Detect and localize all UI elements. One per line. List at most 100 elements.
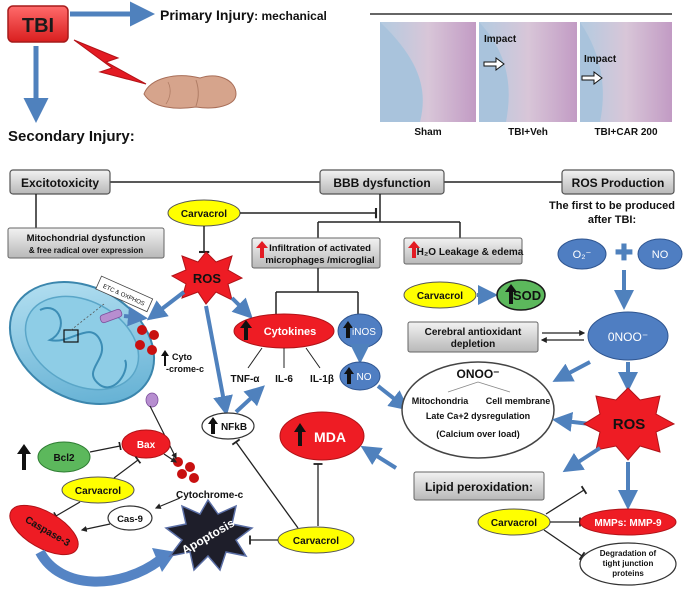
svg-text:Carvacrol: Carvacrol bbox=[491, 518, 537, 529]
carvacrol-node-sod: Carvacrol bbox=[403, 281, 477, 309]
impact-arrow-icon bbox=[483, 57, 505, 71]
up-arrow-icon bbox=[161, 350, 169, 366]
carvacrol-node-right: Carvacrol bbox=[477, 508, 551, 536]
up-arrow-icon bbox=[505, 284, 517, 304]
svg-text:ROS Production: ROS Production bbox=[572, 176, 665, 190]
apoptosis-burst: Apoptosis bbox=[164, 498, 254, 572]
bax-node: Bax bbox=[121, 429, 171, 459]
inhibit-carvacrol-nfkb bbox=[231, 438, 299, 529]
svg-text:H₂O Leakage & edema: H₂O Leakage & edema bbox=[417, 247, 524, 258]
cytokines-node: Cytokines bbox=[233, 313, 335, 349]
ros-star-right: ROS bbox=[582, 387, 676, 461]
svg-text:Excitotoxicity: Excitotoxicity bbox=[21, 176, 99, 190]
cyto-label-line1: Cyto bbox=[172, 352, 193, 362]
h2o-leakage-box: H₂O Leakage & edema bbox=[403, 237, 524, 265]
up-arrow-icon bbox=[294, 423, 306, 446]
svg-text:MDA: MDA bbox=[314, 429, 346, 445]
o2-node: O₂⁻ bbox=[557, 238, 607, 270]
cas9-node: Cas-9 bbox=[107, 505, 153, 531]
svg-text:Mitochondria: Mitochondria bbox=[412, 396, 469, 406]
up-arrow-icon bbox=[240, 320, 252, 340]
svg-text:ROS: ROS bbox=[613, 416, 646, 433]
no-node-top: NO bbox=[637, 238, 683, 270]
carvacrol-node-top: Carvacrol bbox=[167, 199, 241, 227]
svg-text:0NOO⁻: 0NOO⁻ bbox=[608, 330, 648, 344]
arrow-ros-lipid bbox=[562, 446, 602, 473]
svg-text:Cerebral antioxidant: Cerebral antioxidant bbox=[425, 327, 522, 338]
bbb-dysfunction-box: BBB dysfunction bbox=[319, 169, 445, 195]
carvacrol-node-bottom: Carvacrol bbox=[277, 526, 355, 554]
up-arrow-icon bbox=[17, 444, 31, 470]
histology-label-tbi-veh: TBI+Veh bbox=[508, 127, 548, 138]
il1b-label: IL-1β bbox=[310, 374, 334, 385]
svg-text:microphages /microglial: microphages /microglial bbox=[265, 255, 374, 266]
svg-text:O₂⁻: O₂⁻ bbox=[573, 249, 592, 261]
cyto-label-line2: -crome-c bbox=[166, 364, 204, 374]
bcl2-node: Bcl2 bbox=[17, 441, 91, 473]
arrow-cas9-caspase bbox=[80, 523, 111, 532]
arrow-caspase-apoptosis-head bbox=[152, 548, 176, 572]
svg-text:ONOO⁻: ONOO⁻ bbox=[456, 367, 499, 381]
infiltration-box: Infiltration of activated microphages /m… bbox=[251, 237, 381, 269]
mitochondrion-illustration: ETC & OXPHOS bbox=[8, 275, 159, 408]
mmp-node: MMPs: MMP-9 bbox=[579, 508, 677, 536]
il6-label: IL-6 bbox=[275, 374, 293, 385]
svg-text:iNOS: iNOS bbox=[352, 327, 376, 338]
no-node-mid: NO bbox=[339, 361, 381, 391]
brain-image bbox=[143, 75, 237, 109]
svg-text:Bcl2: Bcl2 bbox=[53, 453, 75, 464]
svg-text:Bax: Bax bbox=[137, 440, 156, 451]
arrow-ros-mito bbox=[146, 290, 186, 321]
arrow-pore-cytoc bbox=[123, 306, 148, 327]
ros-first-line2: after TBI: bbox=[588, 214, 636, 226]
histology-label-tbi-car: TBI+CAR 200 bbox=[594, 127, 658, 138]
svg-text:MMPs: MMP-9: MMPs: MMP-9 bbox=[594, 518, 662, 529]
ros-first-line1: The first to be produced bbox=[549, 200, 675, 212]
up-arrow-icon bbox=[208, 417, 218, 434]
arrow-caspase-apoptosis bbox=[35, 549, 163, 587]
arrow-bax-cytoc bbox=[163, 453, 177, 463]
degradation-node: Degradation of tight junction proteins bbox=[579, 542, 677, 586]
sod-node: SOD bbox=[496, 279, 546, 311]
svg-text:Late Ca+2 dysregulation: Late Ca+2 dysregulation bbox=[426, 411, 530, 421]
up-arrow-icon bbox=[408, 241, 420, 258]
secondary-injury-label: Secondary Injury: bbox=[8, 128, 135, 145]
tbi-box: TBI bbox=[7, 5, 69, 43]
primary-injury-label: Primary Injury: mechanical bbox=[160, 7, 327, 23]
svg-text:Lipid peroxidation:: Lipid peroxidation: bbox=[425, 480, 533, 494]
svg-text:Carvacrol: Carvacrol bbox=[75, 486, 121, 497]
cytochrome-c-dots-bottom bbox=[173, 457, 199, 483]
svg-text:BBB dysfunction: BBB dysfunction bbox=[333, 176, 430, 190]
branch-il1b bbox=[305, 347, 321, 369]
svg-text:Carvacrol: Carvacrol bbox=[417, 291, 463, 302]
svg-text:NO: NO bbox=[652, 249, 669, 261]
plus-icon: ✚ bbox=[615, 240, 633, 265]
arrow-ros-nfkb bbox=[204, 305, 233, 416]
onoo-node: 0NOO⁻ bbox=[587, 311, 669, 361]
svg-text:NFkB: NFkB bbox=[221, 422, 247, 433]
onoo-effects-ellipse: ONOO⁻ Mitochondria Cell membrane Late Ca… bbox=[401, 361, 555, 459]
mda-node: MDA bbox=[279, 411, 365, 461]
tnf-label: TNF-α bbox=[231, 374, 261, 385]
svg-text:Carvacrol: Carvacrol bbox=[293, 536, 339, 547]
carvacrol-node-left: Carvacrol bbox=[61, 476, 135, 504]
svg-text:NO: NO bbox=[357, 372, 372, 383]
svg-text:& free radical over expression: & free radical over expression bbox=[29, 246, 143, 255]
arrow-lipid-mda bbox=[360, 445, 398, 470]
histology-panels: Impact Impact Sham TBI+Veh TBI+CAR 200 bbox=[370, 13, 672, 138]
arrow-mito-cytoc bbox=[149, 405, 177, 460]
svg-text:Cell membrane: Cell membrane bbox=[486, 396, 551, 406]
svg-text:(Calcium over load): (Calcium over load) bbox=[436, 429, 520, 439]
impact-label-1: Impact bbox=[484, 34, 517, 45]
svg-text:Cas-9: Cas-9 bbox=[117, 514, 143, 525]
impact-label-2: Impact bbox=[584, 54, 617, 65]
inhibit-carvacrol-lipid bbox=[545, 485, 588, 515]
svg-text:depletion: depletion bbox=[451, 339, 495, 350]
arrow-onoo-center bbox=[552, 360, 591, 382]
excitotoxicity-box: Excitotoxicity bbox=[9, 169, 111, 195]
histology-label-sham: Sham bbox=[414, 127, 441, 138]
svg-text:proteins: proteins bbox=[612, 569, 644, 578]
cytochrome-c-label: Cytochrome-c bbox=[176, 490, 244, 501]
up-arrow-icon bbox=[344, 367, 354, 384]
lipid-peroxidation-box: Lipid peroxidation: bbox=[413, 471, 545, 501]
